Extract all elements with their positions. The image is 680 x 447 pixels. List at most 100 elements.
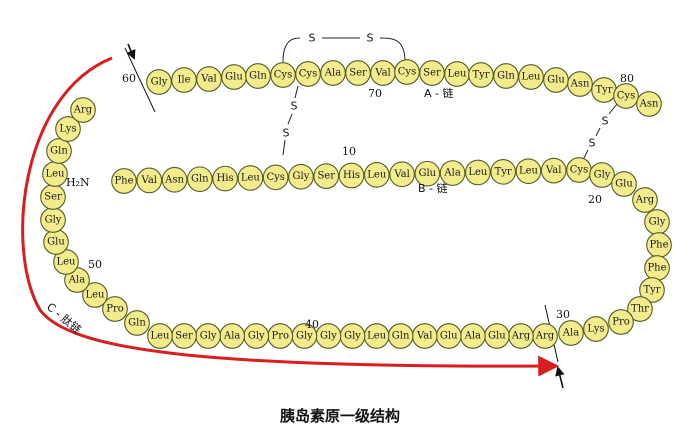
a-chain-residue-2: Ile xyxy=(171,67,197,93)
c-peptide-residue-16: Ser xyxy=(171,323,197,349)
residue-label: Leu xyxy=(367,169,387,180)
residue-label: Ser xyxy=(317,171,335,182)
a-chain-residue-19: Tyr xyxy=(591,77,617,103)
residue-bead xyxy=(196,66,222,92)
c-peptide-residue-3: Glu xyxy=(484,323,510,349)
b-chain-label: B - 链 xyxy=(418,181,448,195)
c-peptide-residue-22: Leu xyxy=(53,249,79,275)
residue-bead xyxy=(102,296,128,322)
residue-label: Val xyxy=(416,331,432,342)
residue-bead xyxy=(515,158,542,185)
residue-label: Gln xyxy=(249,71,267,82)
residue-label: Pro xyxy=(272,331,290,342)
a-chain-residue-6: Cys xyxy=(270,62,296,88)
a-chain-residue-20: Cys xyxy=(613,83,639,109)
b-chain-residue-23: Gly xyxy=(644,209,670,235)
b-chain-residue-28: Pro xyxy=(608,309,634,335)
a-chain-residue-5: Gln xyxy=(245,63,271,89)
c-peptide-residue-18: Gln xyxy=(124,310,150,336)
b-chain-residue-9: Ser xyxy=(313,163,340,189)
residue-bead xyxy=(465,159,491,186)
c-peptide-residue-9: Gly xyxy=(339,323,366,349)
residue-label: Gly xyxy=(344,331,361,342)
residue-bead xyxy=(161,166,188,193)
residue-label: Gly xyxy=(151,77,168,88)
residue-label: Gln xyxy=(50,146,68,157)
residue-label: Val xyxy=(374,68,390,79)
residue-label: Cys xyxy=(266,172,284,183)
residue-bead xyxy=(589,162,615,188)
residue-number-50: 50 xyxy=(88,258,102,271)
c-peptide-residue-5: Glu xyxy=(435,323,462,349)
b-chain-residue-21: Glu xyxy=(611,171,637,197)
disulfide-a7-b7: S S xyxy=(282,85,299,156)
residue-label: Gln xyxy=(392,331,410,342)
residue-bead xyxy=(186,166,213,193)
b-chain-residue-15: Leu xyxy=(465,159,491,186)
residue-label: Tyr xyxy=(472,70,489,81)
residue-label: Gln xyxy=(191,174,209,185)
c-peptide-residue-28: Lys xyxy=(55,116,81,142)
residue-label: Cys xyxy=(274,70,292,81)
c-peptide-residue-13: Gly xyxy=(243,323,270,349)
residue-number-40: 40 xyxy=(305,318,319,331)
c-peptide-residue-26: Leu xyxy=(42,161,68,187)
residue-label: Arg xyxy=(73,105,93,116)
c-peptide-residue-19: Pro xyxy=(102,296,128,322)
n-terminus-label: H₂N xyxy=(66,176,90,189)
a-chain-label: A - 链 xyxy=(424,86,454,100)
residue-bead xyxy=(363,162,390,188)
c-peptide-residue-10: Gly xyxy=(315,323,342,349)
residue-label: Leu xyxy=(522,72,542,83)
residue-label: Cys xyxy=(617,91,635,102)
residue-label: His xyxy=(343,170,360,181)
residue-bead xyxy=(636,91,662,117)
residue-label: Glu xyxy=(419,168,437,179)
b-chain-residue-30: Ala xyxy=(558,320,584,346)
residue-bead xyxy=(540,157,567,184)
residue-number-80: 80 xyxy=(620,72,634,85)
residue-label: Ser xyxy=(175,331,193,342)
residue-label: Asn xyxy=(570,79,590,90)
c-peptide-chain: ArgArgGluAlaGluValGlnLeuGlyGlyGlyProGlyA… xyxy=(40,97,558,349)
sulfur-atom: S xyxy=(367,32,374,45)
residue-label: Glu xyxy=(547,75,565,86)
residue-number-20: 20 xyxy=(588,193,602,206)
figure-caption: 胰岛素原一级结构 xyxy=(279,407,400,425)
c-peptide-residue-27: Gln xyxy=(46,138,72,164)
b-chain-residue-29: Lys xyxy=(583,316,609,342)
b-chain-residue-8: Gly xyxy=(288,163,314,190)
b-chain-residue-11: Leu xyxy=(363,162,390,188)
c-peptide-residue-20: Leu xyxy=(82,282,108,308)
residue-label: Glu xyxy=(47,237,65,248)
a-chain-residue-11: Cys xyxy=(394,59,420,85)
sulfur-atom: S xyxy=(291,100,298,113)
a-chain-residue-1: Gly xyxy=(146,69,172,95)
residue-label: Cys xyxy=(398,67,416,78)
a-chain-residue-14: Tyr xyxy=(468,62,494,88)
residue-label: Leu xyxy=(468,167,488,178)
b-chain-residue-27: Thr xyxy=(627,296,653,322)
residue-label: Gln xyxy=(497,71,515,82)
residue-label: Arg xyxy=(511,331,531,342)
residue-bead xyxy=(237,165,264,191)
residue-label: Lys xyxy=(587,324,604,335)
residue-bead xyxy=(338,162,365,189)
c-peptide-residue-29: Arg xyxy=(70,97,96,123)
a-chain-residue-10: Val xyxy=(370,60,396,86)
residue-label: Tyr xyxy=(595,85,612,96)
b-chain-residue-22: Arg xyxy=(632,187,658,213)
b-chain-residue-5: His xyxy=(212,165,238,192)
c-peptide-residue-15: Gly xyxy=(195,323,221,349)
residue-number-60: 60 xyxy=(122,72,136,85)
b-chain-residue-18: Val xyxy=(540,157,567,184)
residue-bead xyxy=(212,165,238,192)
b-chain-residue-3: Asn xyxy=(161,166,188,193)
b-chain-residue-13: Glu xyxy=(414,160,441,187)
residue-label: Val xyxy=(141,175,157,186)
residue-label: Leu xyxy=(241,172,261,183)
a-chain-residue-7: Cys xyxy=(295,61,321,87)
